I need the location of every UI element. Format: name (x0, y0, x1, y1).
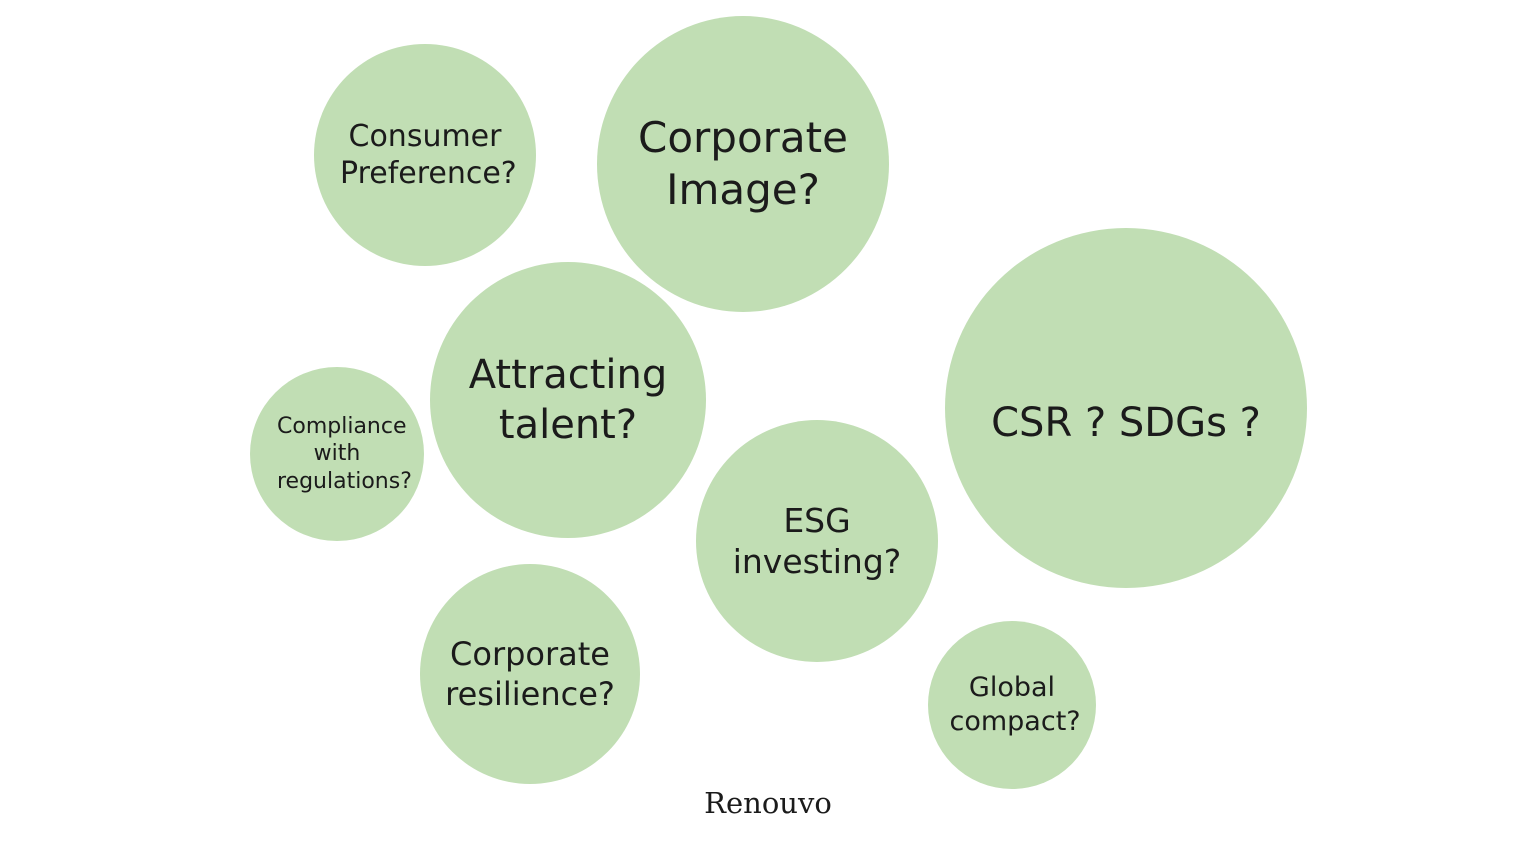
bubble-esg-investing: ESG investing? (696, 420, 938, 662)
bubble-esg-investing-label: ESG investing? (732, 500, 902, 581)
bubble-corporate-resilience: Corporate resilience? (420, 564, 640, 784)
bubble-attracting-talent-label: Attracting talent? (468, 352, 668, 448)
bubble-consumer-preference-label: Consumer Preference? (340, 118, 517, 192)
bubble-compliance-with-regulations-label: Compliance with regulations? (277, 413, 412, 494)
bubble-consumer-preference: Consumer Preference? (314, 44, 536, 266)
bubble-csr-sdgs-label: CSR ? SDGs ? (991, 400, 1261, 446)
bubble-attracting-talent: Attracting talent? (430, 262, 706, 538)
bubble-corporate-image-label: Corporate Image? (638, 112, 848, 215)
brand-wordmark: Renouvo (704, 786, 832, 820)
bubble-compliance-with-regulations: Compliance with regulations? (250, 367, 424, 541)
bubble-corporate-image: Corporate Image? (597, 16, 889, 312)
bubble-global-compact: Global compact? (928, 621, 1096, 789)
bubble-corporate-resilience-label: Corporate resilience? (445, 635, 615, 713)
bubble-csr-sdgs: CSR ? SDGs ? (945, 228, 1307, 588)
bubble-global-compact-label: Global compact? (949, 672, 1081, 737)
